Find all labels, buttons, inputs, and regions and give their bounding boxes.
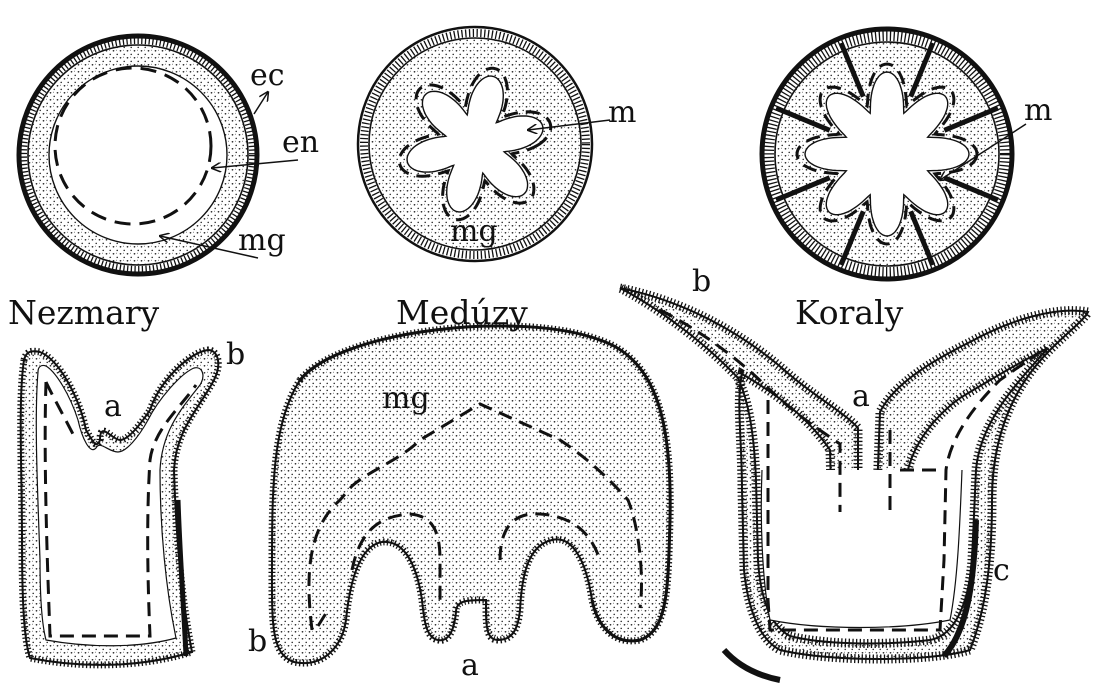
label-mg-medusa-bell: mg [382, 381, 430, 416]
medusa-longitudinal-section [272, 326, 670, 663]
label-a-coral: a [852, 379, 870, 414]
label-a-medusa: a [461, 648, 479, 683]
coral-longitudinal-section [620, 288, 1088, 680]
label-m-coral: m [1024, 93, 1052, 128]
label-b-medusa: b [248, 624, 267, 659]
label-b-hydra: b [226, 337, 245, 372]
title-meduzy: Medúzy [396, 293, 528, 332]
label-c-coral: c [993, 553, 1010, 588]
coral-cross-section [762, 29, 1012, 279]
label-mg-medusa: mg [450, 214, 498, 249]
label-ec: ec [250, 58, 285, 93]
label-en: en [282, 125, 319, 160]
label-m-medusa: m [608, 95, 636, 130]
label-a-hydra: a [104, 389, 122, 424]
title-koraly: Koraly [795, 293, 904, 332]
title-nezmary: Nezmary [8, 293, 160, 332]
hydra-cross-section [19, 36, 257, 274]
label-mg-hydra: mg [238, 223, 286, 258]
label-b-coral: b [692, 264, 711, 299]
